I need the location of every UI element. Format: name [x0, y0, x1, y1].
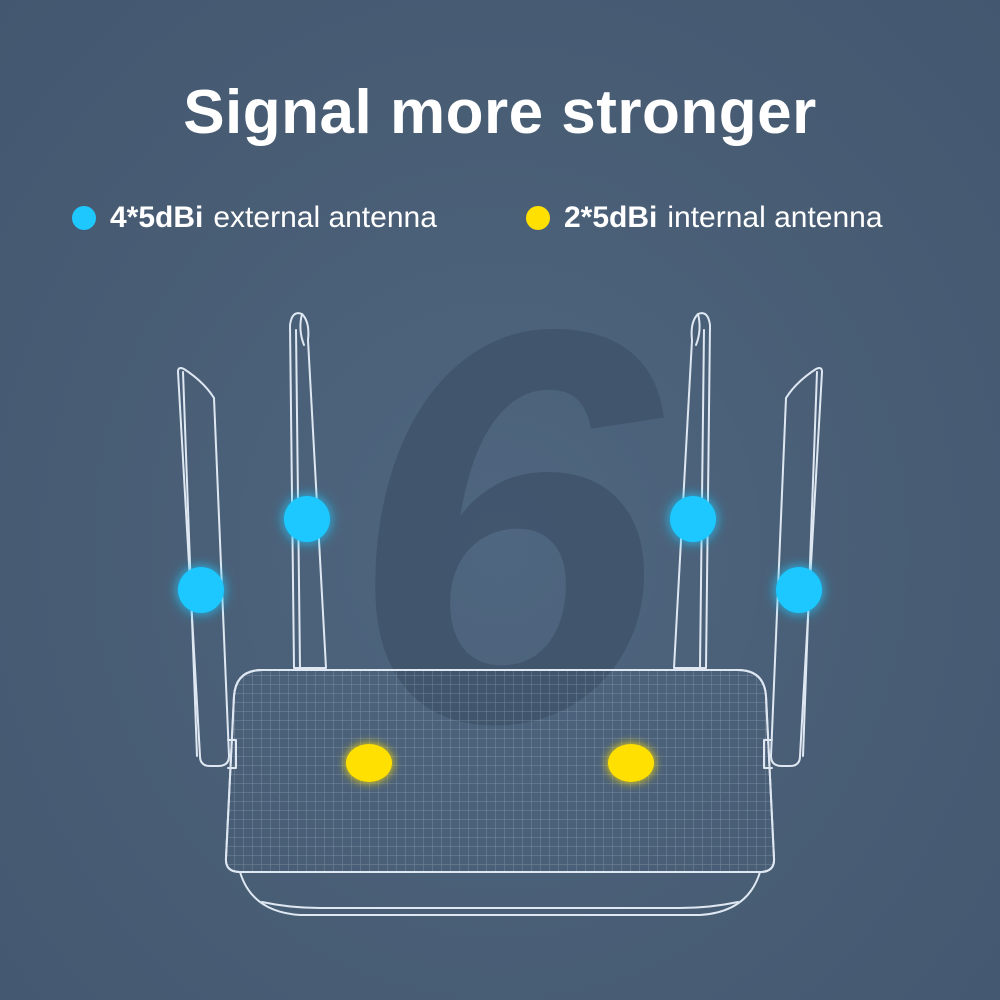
antenna-outer-left — [177, 367, 230, 767]
legend-external: 4*5dBi external antenna — [72, 200, 437, 236]
page-title: Signal more stronger — [183, 78, 817, 147]
external-antenna-dot-3 — [670, 496, 716, 542]
external-dot-icon — [72, 206, 96, 230]
internal-dot-icon — [526, 206, 550, 230]
legend-internal: 2*5dBi internal antenna — [526, 200, 883, 236]
legend-external-text: external antenna — [213, 201, 437, 234]
legend-external-strong: 4*5dBi — [110, 201, 204, 234]
external-antenna-dot-4 — [776, 567, 822, 613]
antenna-inner-right — [673, 312, 711, 669]
legend-internal-strong: 2*5dBi — [564, 201, 658, 234]
router-body — [224, 669, 776, 916]
antenna-legend: 4*5dBi external antenna 2*5dBi internal … — [0, 200, 1000, 236]
antenna-inner-left — [289, 312, 327, 669]
antenna-outer-right — [770, 367, 823, 767]
external-antenna-dot-1 — [178, 567, 224, 613]
legend-internal-text: internal antenna — [667, 201, 883, 234]
internal-antenna-dot-2 — [608, 744, 654, 782]
internal-antenna-dot-1 — [346, 744, 392, 782]
external-antenna-dot-2 — [284, 496, 330, 542]
